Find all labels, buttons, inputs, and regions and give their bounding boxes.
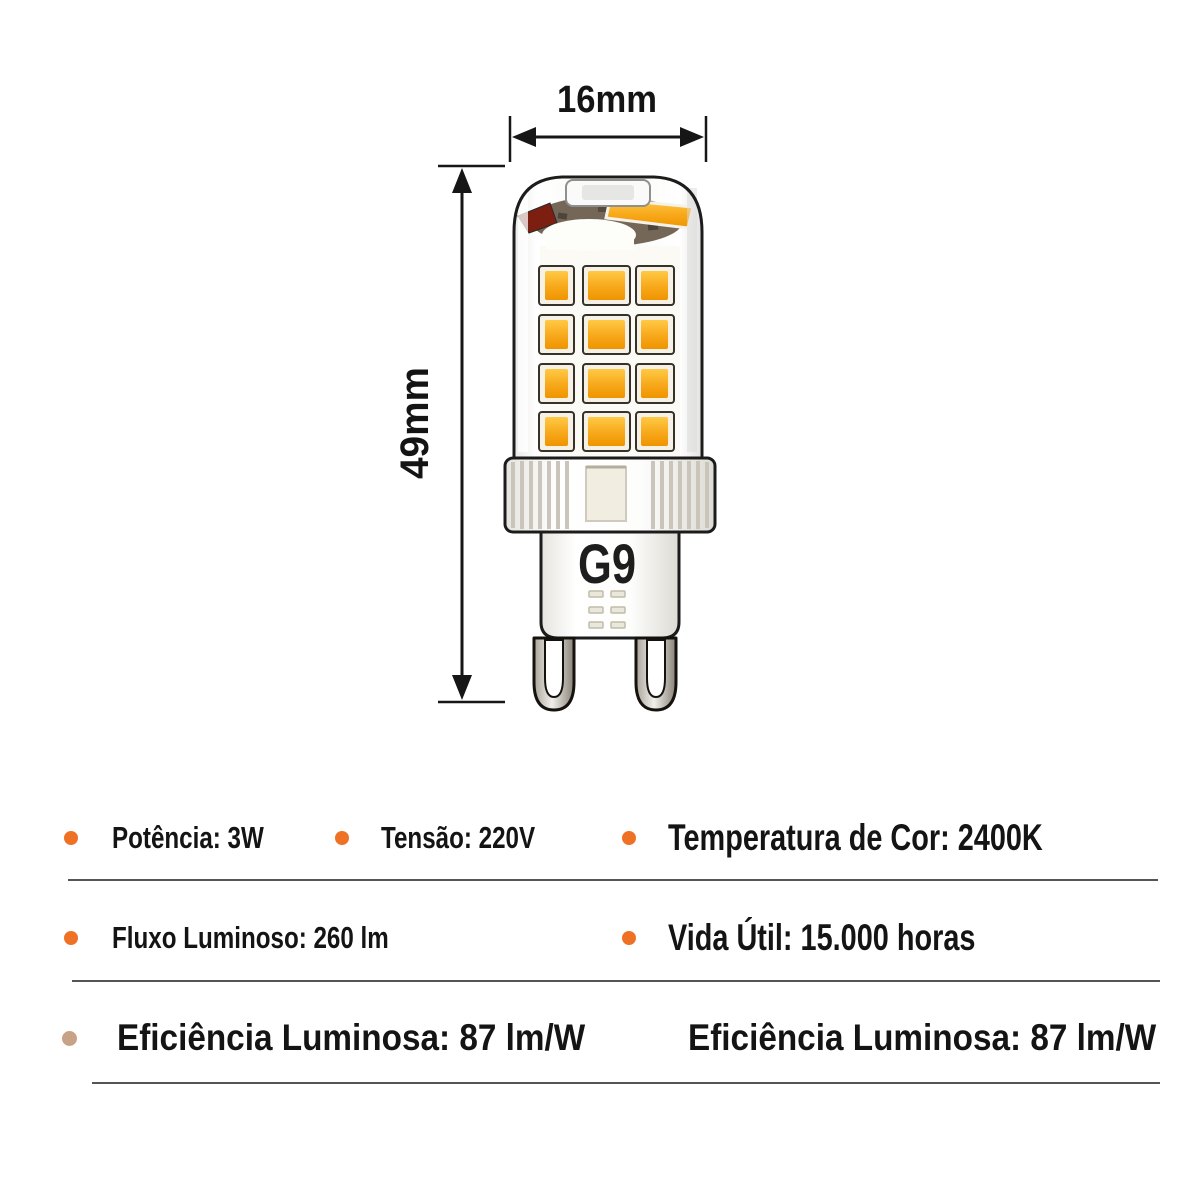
spec-vida-util-label: Vida Útil: 15.000 horas: [668, 917, 976, 958]
bullet-icon: [64, 931, 78, 945]
divider-line: [68, 879, 1158, 881]
g9-pins: [532, 636, 678, 712]
spec-temperatura: Temperatura de Cor: 2400K: [622, 816, 1148, 860]
bullet-icon: [622, 831, 636, 845]
spec-eficiencia-left-label: Eficiência Luminosa: 87 lm/W: [117, 1017, 586, 1058]
spec-fluxo: Fluxo Luminoso: 260 lm: [64, 918, 467, 958]
width-dimension-label: 16mm: [557, 79, 657, 121]
height-dimension: 49mm: [393, 164, 505, 704]
vent-slots: [588, 590, 626, 629]
spec-vida-util: Vida Útil: 15.000 horas: [622, 916, 1062, 960]
spec-potencia: Potência: 3W: [64, 818, 307, 858]
spec-fluxo-label: Fluxo Luminoso: 260 lm: [112, 920, 389, 955]
spec-eficiencia-right: Eficiência Luminosa: 87 lm/W: [688, 1016, 1200, 1060]
bullet-icon: [622, 931, 636, 945]
spec-potencia-label: Potência: 3W: [112, 820, 264, 855]
divider-line: [72, 980, 1160, 982]
height-dimension-label: 49mm: [393, 367, 437, 479]
socket-type-label: G9: [578, 532, 636, 595]
spec-temperatura-label: Temperatura de Cor: 2400K: [668, 817, 1043, 858]
spec-tensao: Tensão: 220V: [335, 818, 579, 858]
spec-tensao-label: Tensão: 220V: [381, 820, 536, 855]
spec-eficiencia-right-label: Eficiência Luminosa: 87 lm/W: [688, 1017, 1157, 1058]
bullet-icon: [62, 1030, 77, 1046]
divider-line: [92, 1082, 1160, 1084]
bullet-icon: [335, 831, 349, 845]
width-dimension: 16mm: [508, 79, 708, 162]
socket-base: G9: [539, 530, 681, 640]
glass-highlights: [518, 188, 697, 452]
bullet-icon: [64, 831, 78, 845]
glass-outline: [512, 175, 704, 460]
bulb-diagram: G9 16mm: [393, 79, 717, 712]
spec-eficiencia-left: Eficiência Luminosa: 87 lm/W: [62, 1016, 637, 1060]
ribbed-collar: [503, 456, 717, 534]
